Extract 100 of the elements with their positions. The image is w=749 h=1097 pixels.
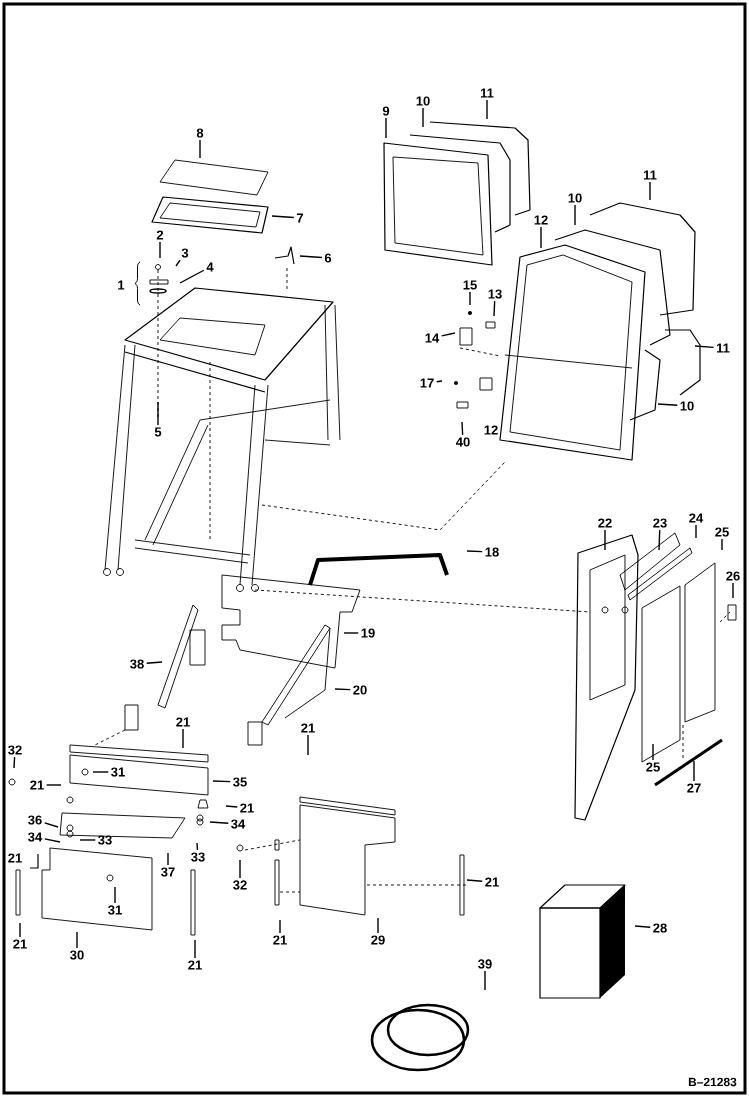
leader-line	[658, 529, 661, 551]
callout-number: 1	[118, 280, 125, 290]
figure-number: B–21283	[688, 1077, 737, 1087]
leader-line	[604, 529, 606, 551]
callout-number: 9	[382, 106, 390, 116]
leader-line	[92, 771, 109, 773]
callout-number: 21	[485, 877, 499, 887]
leader-line	[239, 859, 241, 879]
callout-number: 21	[240, 803, 254, 813]
leader-line	[484, 970, 486, 991]
leader-line	[732, 582, 734, 599]
callout-number: 31	[111, 767, 125, 777]
leader-line	[343, 632, 359, 634]
callout-number: 33	[98, 835, 112, 845]
leader-line	[225, 805, 238, 808]
leader-line	[157, 401, 159, 426]
leader-line	[199, 139, 201, 159]
leader-line	[334, 688, 351, 691]
leader-line	[44, 838, 61, 843]
callout-number: 7	[296, 213, 304, 223]
leader-line	[44, 822, 59, 828]
callout-number: 25	[715, 527, 729, 537]
callout-number: 28	[653, 923, 667, 933]
callout-number: 21	[273, 935, 287, 945]
leader-line	[466, 879, 483, 882]
leader-line	[695, 524, 697, 539]
callout-number: 21	[301, 723, 315, 733]
callout-number: 36	[28, 815, 42, 825]
callout-number: 21	[188, 960, 202, 970]
leader-line	[693, 760, 695, 782]
leader-line	[461, 421, 464, 436]
leader-line	[466, 550, 483, 553]
callout-number: 12	[484, 425, 498, 435]
leader-line	[307, 734, 309, 756]
callout-number: 13	[488, 289, 502, 299]
leader-line	[694, 345, 715, 349]
leader-line	[209, 821, 229, 824]
leader-line	[377, 917, 379, 934]
callout-number: 11	[480, 88, 494, 98]
leader-line	[159, 241, 161, 259]
leader-line	[271, 215, 295, 219]
callout-number: 26	[726, 571, 740, 581]
leader-line	[422, 107, 424, 128]
callout-number: 22	[598, 518, 612, 528]
leader-line	[574, 204, 576, 226]
callout-number: 27	[687, 783, 701, 793]
callout-number: 17	[420, 378, 434, 388]
leader-line	[634, 925, 651, 928]
callout-number: 34	[231, 819, 246, 829]
callout-number: 8	[196, 128, 204, 138]
leader-line	[179, 269, 205, 284]
leader-line	[657, 403, 678, 406]
callout-number: 25	[646, 762, 660, 772]
leader-line	[76, 931, 78, 949]
callout-number: 19	[361, 628, 375, 638]
leader-line	[486, 99, 488, 120]
leader-line	[212, 780, 231, 783]
callout-number: 24	[689, 513, 704, 523]
leader-line	[649, 181, 651, 201]
callout-number: 14	[425, 333, 440, 343]
callout-number: 3	[181, 248, 189, 258]
callout-number: 21	[176, 717, 190, 727]
leader-line	[299, 255, 323, 259]
callout-number: 10	[568, 193, 582, 203]
leader-line	[441, 332, 456, 337]
leader-line	[385, 117, 387, 139]
callout-number: 34	[28, 832, 43, 842]
leader-line	[146, 661, 163, 664]
callout-number: 21	[13, 939, 27, 949]
callout-number: 32	[233, 880, 247, 890]
leader-line	[194, 939, 196, 959]
callout-number: 2	[156, 230, 164, 240]
callout-number: 18	[485, 547, 499, 557]
leader-line	[13, 756, 16, 769]
callout-number: 11	[643, 170, 657, 180]
callout-number: 11	[716, 343, 730, 353]
callout-number: 6	[324, 253, 332, 263]
callout-number: 29	[371, 935, 385, 945]
callout-number: 4	[206, 262, 214, 272]
leader-line	[279, 919, 281, 934]
callout-number: 5	[154, 427, 162, 437]
callout-number: 35	[233, 777, 247, 787]
leader-line	[182, 728, 184, 749]
callout-number: 32	[8, 745, 22, 755]
leader-line	[167, 852, 169, 866]
leader-line	[436, 380, 443, 383]
callout-number: 12	[534, 215, 548, 225]
leader-line	[493, 300, 496, 317]
callout-number: 31	[108, 905, 122, 915]
leader-line	[19, 922, 21, 938]
leader-line	[175, 259, 181, 267]
callout-number: 21	[30, 780, 44, 790]
callout-number: 10	[416, 96, 430, 106]
callout-number: 39	[478, 959, 492, 969]
leader-line	[540, 226, 542, 249]
leader-line	[114, 886, 116, 904]
leader-line	[196, 842, 199, 851]
callout-number: 20	[353, 685, 367, 695]
leader-line	[469, 291, 471, 306]
leader-line	[79, 839, 96, 841]
